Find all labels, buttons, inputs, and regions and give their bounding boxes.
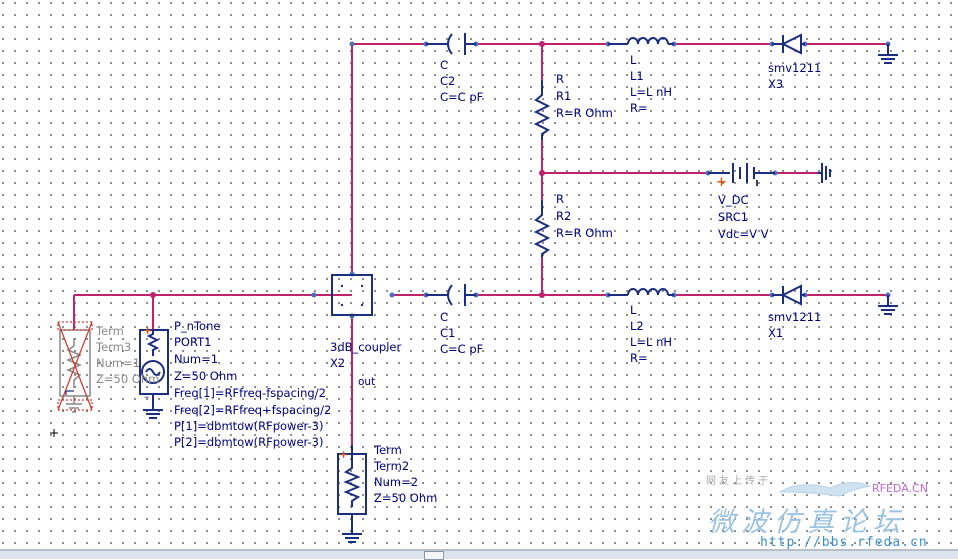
ground-vdc-icon [818,163,831,183]
r2-name: R2 [556,209,572,223]
watermark-chinese: 微波仿真论坛 [708,507,906,538]
watermark-url: http://bbs.rfeda.cn [760,535,928,550]
src1-type: V_DC [718,193,749,207]
port1-source [139,329,169,419]
inductor-l1 [608,37,674,45]
port1-freq2: Freq[2]=RFfreq+fspacing/2 [174,403,332,417]
r2-value: R=R Ohm [556,226,613,240]
x2-type: 3dB_coupler [330,340,402,354]
term3-z: Z=50 Ohm [96,372,160,386]
port1-freq1: Freq[1]=RFfreq-fspacing/2 [174,386,326,400]
term3-num: Num=1 [96,356,141,370]
coupler-x2-box [331,274,373,316]
coupler-x2-dots [340,284,364,307]
ground-x1-icon [878,295,898,315]
x2-port-out: out [358,376,376,388]
watermark-logo-icon [778,482,872,497]
l2-r: R= [630,351,648,365]
l2-value: L=L nH [630,335,673,349]
term2-z: Z=50 Ohm [374,491,438,505]
watermark-brand: RFEDA.CN [872,482,928,495]
port1-plus-sign: + [143,324,152,337]
term2-num: Num=2 [374,475,419,489]
diode-x1 [772,284,805,306]
l2-type: L [630,303,637,317]
vdc-source-src1 [708,163,775,183]
l1-name: L1 [630,69,644,83]
r2-type: R [556,192,564,206]
resistor-r2 [533,200,551,257]
x1-type: smv1211 [768,310,822,324]
c1-type: C [440,310,449,324]
x3-type: smv1211 [768,61,822,75]
r1-name: R1 [556,89,572,103]
ground-x3-icon [878,44,898,64]
port1-z: Z=50 Ohm [174,369,238,383]
src1-value: Vdc=V V [718,227,769,241]
port1-num: Num=1 [174,352,219,366]
r1-value: R=R Ohm [556,106,613,120]
c2-value: C=C pF [440,90,484,104]
status-bar-tab[interactable] [424,551,444,560]
term3-type: Term [96,324,124,338]
origin-marker [50,429,58,437]
watermark-upload-text: 网友上传于 [706,476,771,487]
wires [73,43,888,445]
status-bar [0,550,958,559]
term2-type: Term [374,443,402,457]
port1-p1: P[1]=dbmtow(RFpower-3) [174,419,324,433]
port1-type: P_nTone [174,319,221,333]
term3-minus-tick [65,390,74,395]
resistor-r1 [533,80,551,140]
x2-name: X2 [330,356,346,370]
vdc-plus-sign: + [716,175,727,190]
c2-type: C [440,58,449,72]
port1-p2: P[2]=dbmtow(RFpower-3) [174,435,324,449]
r1-type: R [556,72,564,86]
port1-name: PORT1 [174,335,212,349]
term2-name: Term2 [374,459,410,473]
diode-x3 [772,33,805,55]
term2-component [337,445,367,543]
l1-value: L=L nH [630,85,673,99]
src1-name: SRC1 [718,210,749,224]
term3-name: Term3 [96,340,132,354]
x1-name: X1 [768,326,784,340]
port1-minus-sign: – [144,390,150,403]
pin-markers [311,41,891,319]
c1-name: C1 [440,326,456,340]
l1-r: R= [630,101,648,115]
capacitor-c2 [426,33,476,55]
c1-value: C=C pF [440,342,484,356]
l2-name: L2 [630,319,644,333]
junctions [150,41,545,298]
x3-name: X3 [768,77,784,91]
term3-deactivate-mark [57,321,93,411]
inductor-l2 [608,288,674,296]
capacitor-c1 [426,284,476,306]
term2-plus-sign: + [339,448,348,461]
l1-type: L [630,53,637,67]
wire-coupler-to-c2 [351,43,426,274]
c2-name: C2 [440,74,456,88]
